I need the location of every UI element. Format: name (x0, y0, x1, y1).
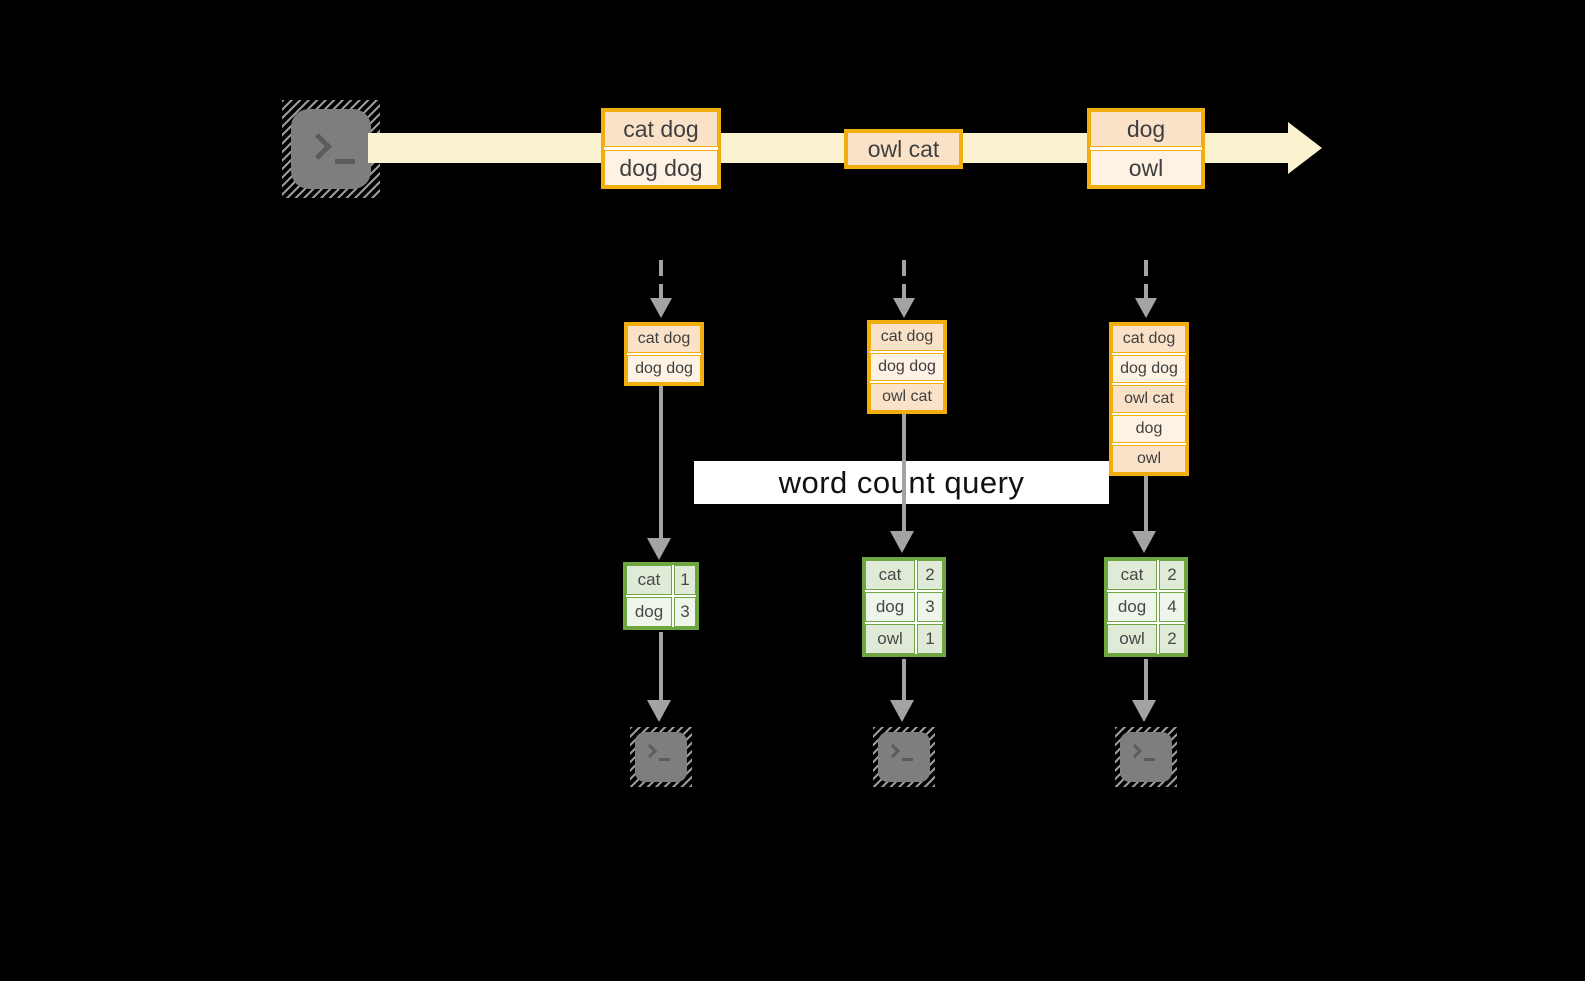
stream-batch-2: owl cat (844, 129, 963, 169)
count-cell: 1 (674, 565, 696, 595)
record-line: dog (1090, 111, 1202, 147)
prompt-underscore-icon (335, 159, 355, 164)
stack-line: dog dog (1112, 355, 1186, 383)
terminal-body (291, 109, 371, 189)
word-cell: dog (1107, 592, 1157, 622)
word-cell: cat (626, 565, 672, 595)
count-cell: 2 (1159, 624, 1185, 654)
prompt-underscore-icon (902, 758, 913, 761)
prompt-chevron-icon (305, 133, 332, 160)
word-cell: owl (865, 624, 915, 654)
stack-line: dog dog (870, 353, 944, 381)
table-row: owl 1 (865, 624, 943, 654)
stack-line: dog dog (627, 355, 701, 383)
arrow-line (659, 386, 663, 540)
record-line: cat dog (604, 111, 718, 147)
arrow-line (902, 414, 906, 533)
arrowhead-icon (893, 298, 915, 318)
terminal-body (878, 732, 930, 782)
prompt-chevron-icon (642, 743, 658, 759)
prompt-chevron-icon (1127, 743, 1143, 759)
count-cell: 4 (1159, 592, 1185, 622)
word-cell: cat (865, 560, 915, 590)
arrowhead-icon (1135, 298, 1157, 318)
arrowhead-icon (890, 700, 914, 722)
terminal-body (1120, 732, 1172, 782)
count-cell: 3 (674, 597, 696, 627)
stack-line: cat dog (870, 323, 944, 351)
stream-batch-1: cat dog dog dog (601, 108, 721, 189)
count-table-2: cat 2 dog 3 owl 1 (862, 557, 946, 657)
arrowhead-icon (1132, 700, 1156, 722)
arrow-line (659, 632, 663, 702)
word-cell: dog (865, 592, 915, 622)
record-line: dog dog (604, 150, 718, 186)
input-stack-2: cat dog dog dog owl cat (867, 320, 947, 414)
stream-batch-3: dog owl (1087, 108, 1205, 189)
table-row: owl 2 (1107, 624, 1185, 654)
arrowhead-icon (890, 531, 914, 553)
arrowhead-icon (650, 298, 672, 318)
arrowhead-icon (1132, 531, 1156, 553)
record-line: owl cat (847, 132, 960, 166)
dashed-arrow-line (659, 260, 663, 298)
query-label: word count query (694, 461, 1109, 504)
stack-line: owl cat (870, 383, 944, 411)
word-cell: cat (1107, 560, 1157, 590)
count-cell: 1 (917, 624, 943, 654)
count-cell: 2 (1159, 560, 1185, 590)
table-row: dog 4 (1107, 592, 1185, 622)
stack-line: dog (1112, 415, 1186, 443)
prompt-underscore-icon (659, 758, 670, 761)
table-row: cat 2 (1107, 560, 1185, 590)
terminal-icon (282, 100, 380, 198)
stack-line: cat dog (1112, 325, 1186, 353)
stack-line: owl cat (1112, 385, 1186, 413)
prompt-underscore-icon (1144, 758, 1155, 761)
prompt-chevron-icon (885, 743, 901, 759)
terminal-body (635, 732, 687, 782)
count-table-3: cat 2 dog 4 owl 2 (1104, 557, 1188, 657)
table-row: dog 3 (626, 597, 696, 627)
word-cell: dog (626, 597, 672, 627)
stack-line: owl (1112, 445, 1186, 473)
table-row: dog 3 (865, 592, 943, 622)
input-stack-3: cat dog dog dog owl cat dog owl (1109, 322, 1189, 476)
dashed-arrow-line (1144, 260, 1148, 298)
terminal-icon (630, 727, 692, 787)
terminal-icon (873, 727, 935, 787)
arrow-line (902, 659, 906, 702)
arrow-line (1144, 476, 1148, 533)
count-cell: 3 (917, 592, 943, 622)
count-cell: 2 (917, 560, 943, 590)
input-stack-1: cat dog dog dog (624, 322, 704, 386)
record-line: owl (1090, 150, 1202, 186)
terminal-icon (1115, 727, 1177, 787)
arrow-line (1144, 659, 1148, 702)
table-row: cat 2 (865, 560, 943, 590)
word-cell: owl (1107, 624, 1157, 654)
table-row: cat 1 (626, 565, 696, 595)
arrowhead-icon (647, 700, 671, 722)
count-table-1: cat 1 dog 3 (623, 562, 699, 630)
arrowhead-icon (647, 538, 671, 560)
dashed-arrow-line (902, 260, 906, 298)
stream-arrowhead-icon (1288, 122, 1322, 174)
stack-line: cat dog (627, 325, 701, 353)
